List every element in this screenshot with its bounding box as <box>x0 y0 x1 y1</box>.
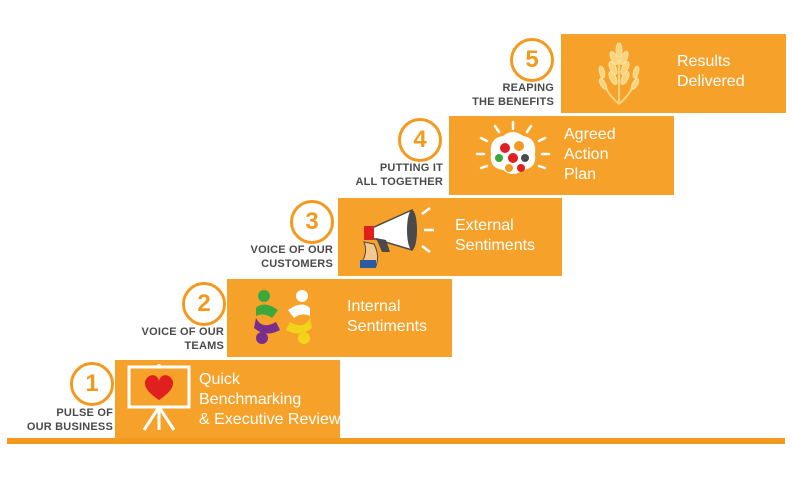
wheat-icon <box>598 42 640 105</box>
step-3-caption: VOICE OF OUR CUSTOMERS <box>250 244 333 270</box>
step-3-number: 3 <box>290 200 334 244</box>
step-4-number: 4 <box>398 118 442 162</box>
step-5-block <box>561 31 786 113</box>
step-4-block <box>449 113 674 195</box>
megaphone-icon <box>360 207 434 268</box>
step-1-number: 1 <box>70 362 114 406</box>
step-2-number: 2 <box>182 282 226 326</box>
baseline-bar <box>7 438 785 444</box>
step-4-title: Agreed Action Plan <box>564 126 616 183</box>
step-4-caption: PUTTING IT ALL TOGETHER <box>355 162 443 188</box>
step-2-title: Internal Sentiments <box>347 298 428 335</box>
brain-gears-icon <box>475 120 551 174</box>
step-1-title: Quick Benchmarking & Executive Review <box>199 371 341 428</box>
heart-easel-icon <box>127 364 191 431</box>
team-circle-icon <box>254 290 312 344</box>
step-2-caption: VOICE OF OUR TEAMS <box>141 326 224 352</box>
step-5-caption: REAPING THE BENEFITS <box>472 82 554 108</box>
step-5-title: Results Delivered <box>677 53 745 90</box>
step-5-number: 5 <box>510 38 554 82</box>
step-2-block <box>227 276 452 357</box>
step-1-caption: PULSE OF OUR BUSINESS <box>26 407 113 433</box>
step-3-title: External Sentiments <box>455 217 536 254</box>
